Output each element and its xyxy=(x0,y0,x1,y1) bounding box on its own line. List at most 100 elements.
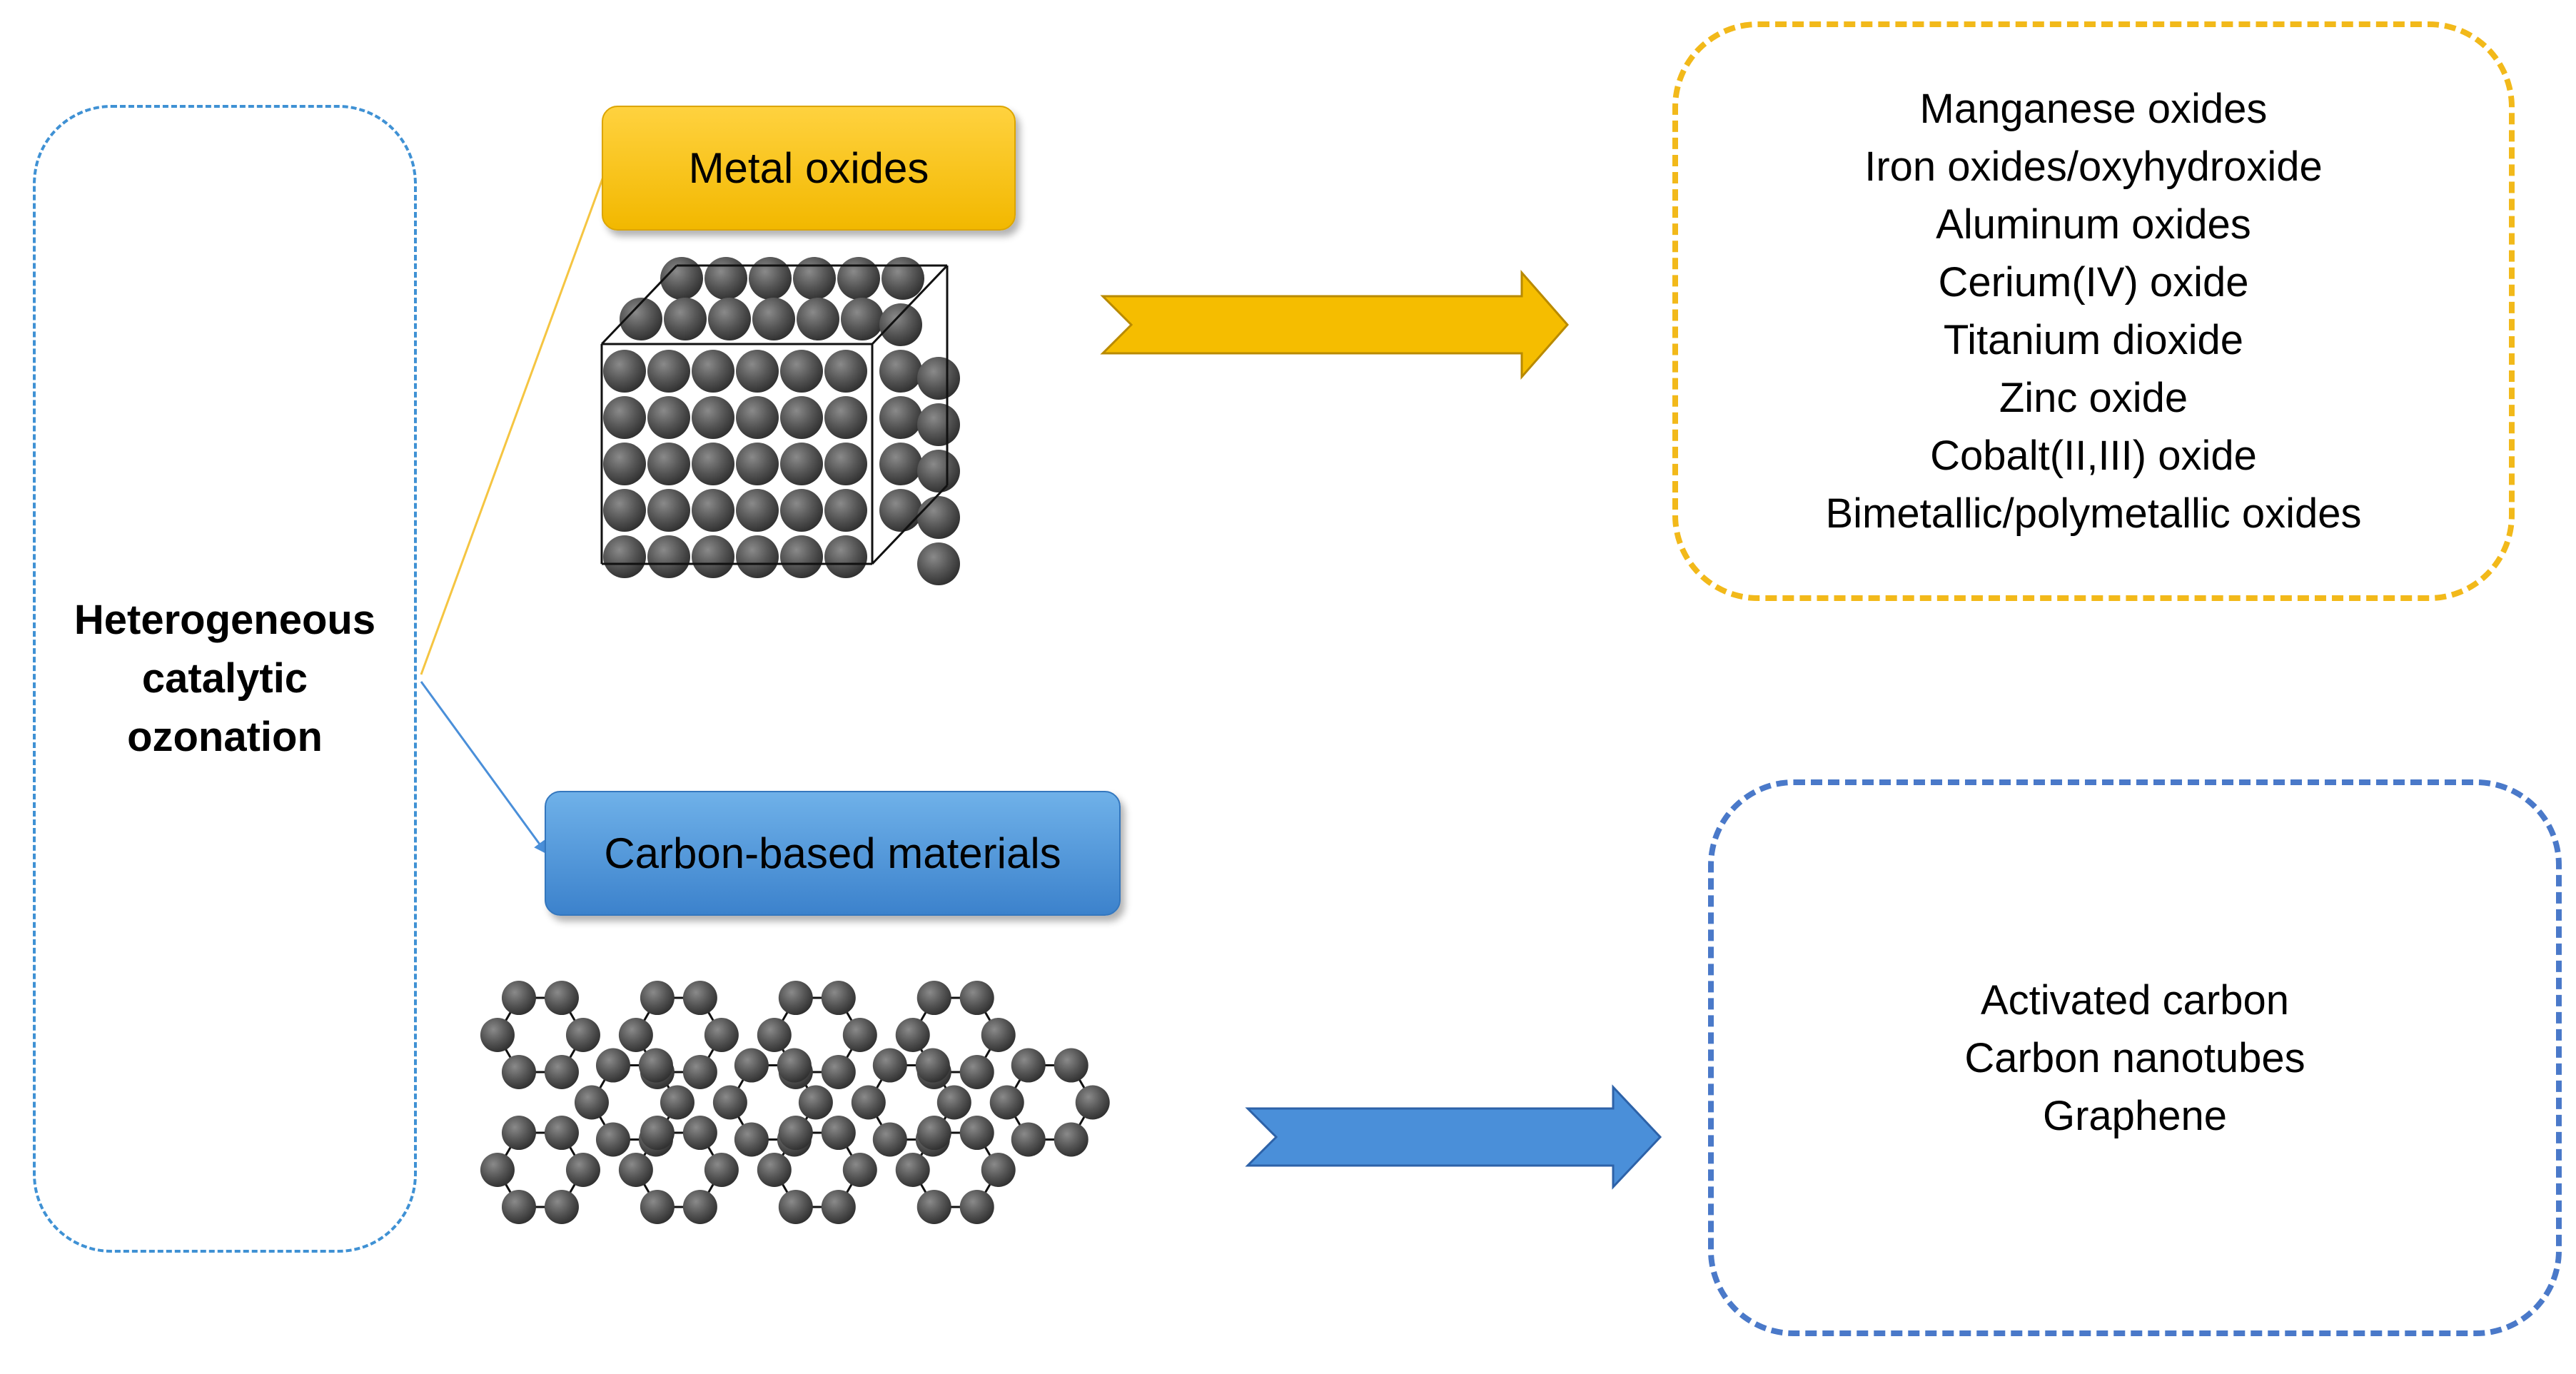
atom-icon xyxy=(821,1189,856,1224)
atom-icon xyxy=(736,489,779,532)
atom-icon xyxy=(821,1116,856,1151)
atom-icon xyxy=(544,1116,579,1151)
atom-icon xyxy=(915,1048,950,1083)
atom-icon xyxy=(777,1048,812,1083)
list-item: Cerium(IV) oxide xyxy=(1938,259,2249,305)
atom-icon xyxy=(595,1122,630,1157)
list-item: Activated carbon xyxy=(1980,976,2290,1024)
category-carbon-based-materials: Carbon-based materials xyxy=(545,791,1121,916)
atom-icon xyxy=(798,1085,833,1120)
atom-icon xyxy=(917,357,960,400)
atom-icon xyxy=(603,535,646,578)
atom-icon xyxy=(895,1018,930,1052)
atom-icon xyxy=(682,1116,717,1151)
metal-oxides-list-box: Manganese oxides Iron oxides/oxyhydroxid… xyxy=(1672,21,2515,601)
atom-icon xyxy=(660,1085,694,1120)
connector-metal-oxides xyxy=(420,176,605,675)
atom-icon xyxy=(837,257,880,300)
list-item: Aluminum oxides xyxy=(1936,201,2251,248)
arrow-metal-oxides xyxy=(1100,270,1569,380)
atom-icon xyxy=(736,350,779,393)
atom-icon xyxy=(736,535,779,578)
atom-icon xyxy=(917,403,960,446)
list-item: Bimetallic/polymetallic oxides xyxy=(1825,490,2362,537)
list-item: Zinc oxide xyxy=(1999,375,2188,421)
atom-icon xyxy=(501,1189,536,1224)
atom-icon xyxy=(959,1054,994,1089)
atom-icon xyxy=(692,489,734,532)
atom-icon xyxy=(682,1189,717,1224)
cube-edge xyxy=(871,484,949,565)
category-metal-oxides: Metal oxides xyxy=(602,106,1016,231)
atom-icon xyxy=(736,443,779,485)
atom-icon xyxy=(640,981,675,1016)
connector-carbon-materials xyxy=(420,681,547,854)
atom-icon xyxy=(647,350,690,393)
atom-icon xyxy=(778,1116,813,1151)
atom-icon xyxy=(778,1189,813,1224)
atom-icon xyxy=(692,535,734,578)
atom-icon xyxy=(544,1054,579,1089)
list-item: Manganese oxides xyxy=(1919,86,2268,132)
atom-icon xyxy=(842,1153,877,1187)
atom-icon xyxy=(544,1189,579,1224)
atom-icon xyxy=(734,1122,769,1157)
atom-icon xyxy=(936,1085,971,1120)
atom-icon xyxy=(603,443,646,485)
atom-icon xyxy=(603,396,646,439)
atom-icon xyxy=(692,396,734,439)
carbon-lattice-illustration xyxy=(480,981,1110,1224)
atom-icon xyxy=(501,981,536,1016)
atom-icon xyxy=(1054,1122,1089,1157)
atom-icon xyxy=(842,1018,877,1052)
atom-icon xyxy=(704,1153,739,1187)
atom-icon xyxy=(959,1189,994,1224)
atom-icon xyxy=(736,396,779,439)
atom-icon xyxy=(824,350,867,393)
atom-icon xyxy=(917,496,960,539)
atom-icon xyxy=(480,1153,515,1187)
atom-icon xyxy=(640,1189,675,1224)
list-item: Iron oxides/oxyhydroxide xyxy=(1864,143,2323,190)
atom-icon xyxy=(704,257,747,300)
atom-icon xyxy=(824,396,867,439)
atom-icon xyxy=(778,981,813,1016)
atom-icon xyxy=(603,350,646,393)
atom-icon xyxy=(841,298,884,340)
atom-icon xyxy=(916,1189,951,1224)
atom-icon xyxy=(824,489,867,532)
atom-icon xyxy=(981,1153,1016,1187)
root-node-label: Heterogeneous catalytic ozonation xyxy=(74,597,376,760)
atom-icon xyxy=(704,1018,739,1052)
atom-icon xyxy=(544,981,579,1016)
list-item: Titanium dioxide xyxy=(1943,317,2244,363)
atom-icon xyxy=(692,350,734,393)
atom-icon xyxy=(1054,1048,1089,1083)
atom-icon xyxy=(664,298,707,340)
atom-icon xyxy=(647,443,690,485)
atom-icon xyxy=(793,257,836,300)
atom-icon xyxy=(708,298,751,340)
atom-icon xyxy=(872,1048,907,1083)
root-node-box: Heterogeneous catalytic ozonation xyxy=(33,105,417,1253)
cube-edge xyxy=(871,264,949,345)
atom-icon xyxy=(757,1018,792,1052)
atom-icon xyxy=(757,1153,792,1187)
atom-icon xyxy=(682,1054,717,1089)
atom-icon xyxy=(501,1116,536,1151)
atom-icon xyxy=(879,350,922,393)
list-item: Carbon nanotubes xyxy=(1964,1034,2305,1081)
atom-icon xyxy=(824,535,867,578)
atom-icon xyxy=(780,443,823,485)
arrow-carbon-materials xyxy=(1245,1084,1662,1190)
atom-icon xyxy=(959,1116,994,1151)
atom-icon xyxy=(1075,1085,1110,1120)
atom-icon xyxy=(780,350,823,393)
atom-icon xyxy=(501,1054,536,1089)
atom-icon xyxy=(647,535,690,578)
atom-icon xyxy=(647,489,690,532)
atom-icon xyxy=(712,1085,747,1120)
atom-icon xyxy=(749,257,792,300)
atom-icon xyxy=(851,1085,886,1120)
